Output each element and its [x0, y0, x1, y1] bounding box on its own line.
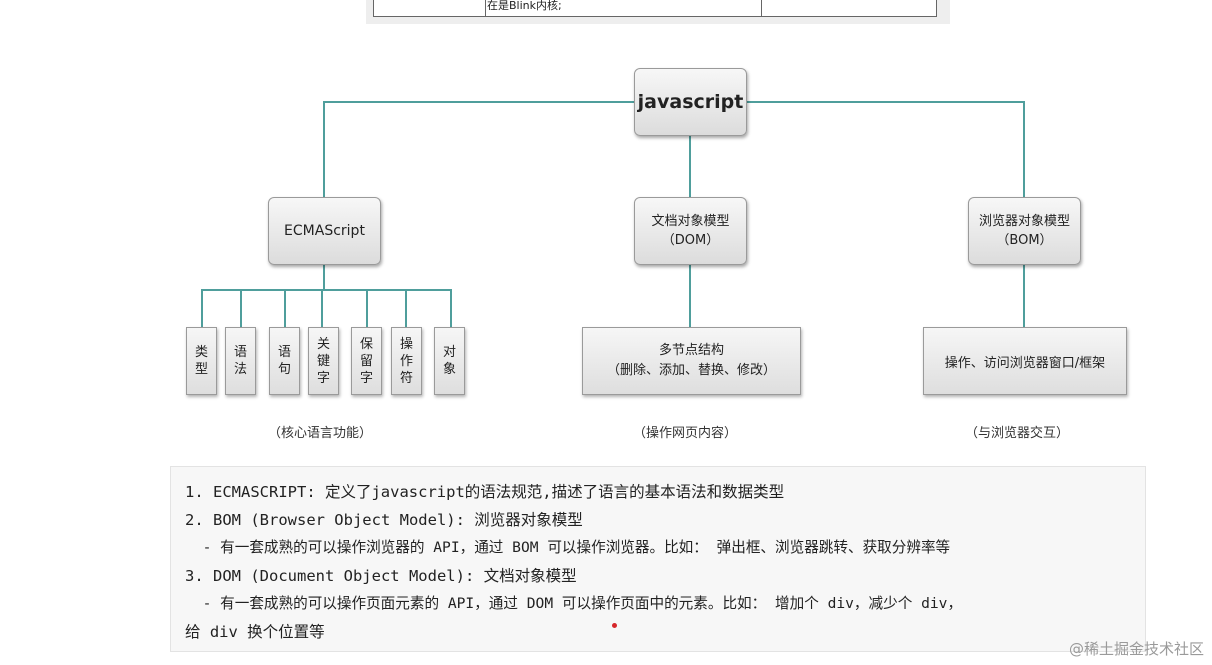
leaf-node: 类型 — [186, 327, 217, 395]
diagram-root-node: javascript — [634, 68, 747, 136]
dom-caption: （操作网页内容） — [633, 426, 738, 441]
leaf-label: 对象 — [442, 345, 456, 377]
leaf-label: 语句 — [277, 345, 291, 377]
table-fragment: 在是Blink内核; — [373, 0, 937, 17]
dom-node: 文档对象模型 （DOM） — [634, 197, 747, 265]
notes-line: - 有一套成熟的可以操作页面元素的 API，通过 DOM 可以操作页面中的元素。… — [185, 595, 963, 612]
leaf-node: 语句 — [269, 327, 300, 395]
notes-line: 2. BOM (Browser Object Model): 浏览器对象模型 — [185, 511, 583, 529]
dom-node-label: 文档对象模型 — [651, 214, 730, 229]
notes-line: 1. ECMASCRIPT: 定义了javascript的语法规范,描述了语言的… — [185, 483, 785, 501]
bom-node-sublabel: （BOM） — [996, 233, 1053, 248]
leaf-label: 操作符 — [399, 336, 413, 386]
table-divider — [485, 0, 486, 16]
bom-child-node: 操作、访问浏览器窗口/框架 — [923, 327, 1127, 395]
root-node-label: javascript — [637, 91, 744, 113]
dom-child-sublabel: （删除、添加、替换、修改） — [606, 363, 776, 378]
leaf-node: 语法 — [225, 327, 256, 395]
bom-caption: （与浏览器交互） — [965, 426, 1070, 441]
notes-line: - 有一套成熟的可以操作浏览器的 API，通过 BOM 可以操作浏览器。比如： … — [185, 539, 951, 556]
leaf-node: 对象 — [434, 327, 465, 395]
table-cell-text: 在是Blink内核; — [487, 0, 562, 12]
leaf-label: 类型 — [194, 345, 208, 377]
leaf-label: 保留字 — [359, 336, 373, 386]
pointer-marker — [612, 623, 617, 628]
bom-node: 浏览器对象模型 （BOM） — [968, 197, 1081, 265]
bom-node-label: 浏览器对象模型 — [978, 214, 1070, 229]
leaf-node: 保留字 — [351, 327, 382, 395]
dom-node-sublabel: （DOM） — [661, 233, 720, 248]
leaf-node: 操作符 — [391, 327, 422, 395]
notes-block: 1. ECMASCRIPT: 定义了javascript的语法规范,描述了语言的… — [170, 466, 1146, 652]
ecmascript-node: ECMAScript — [268, 197, 381, 265]
dom-child-label: 多节点结构 — [658, 343, 724, 358]
leaf-label: 语法 — [233, 345, 247, 377]
notes-line: 给 div 换个位置等 — [185, 623, 325, 641]
ecmascript-node-label: ECMAScript — [284, 223, 365, 239]
table-divider — [761, 0, 762, 16]
leaf-node: 关键字 — [308, 327, 339, 395]
bom-child-label: 操作、访问浏览器窗口/框架 — [944, 355, 1106, 371]
watermark: @稀土掘金技术社区 — [1068, 640, 1204, 658]
ecmascript-caption: （核心语言功能） — [268, 426, 373, 441]
dom-child-node: 多节点结构 （删除、添加、替换、修改） — [582, 327, 801, 395]
notes-line: 3. DOM (Document Object Model): 文档对象模型 — [185, 567, 577, 585]
leaf-label: 关键字 — [316, 336, 330, 386]
